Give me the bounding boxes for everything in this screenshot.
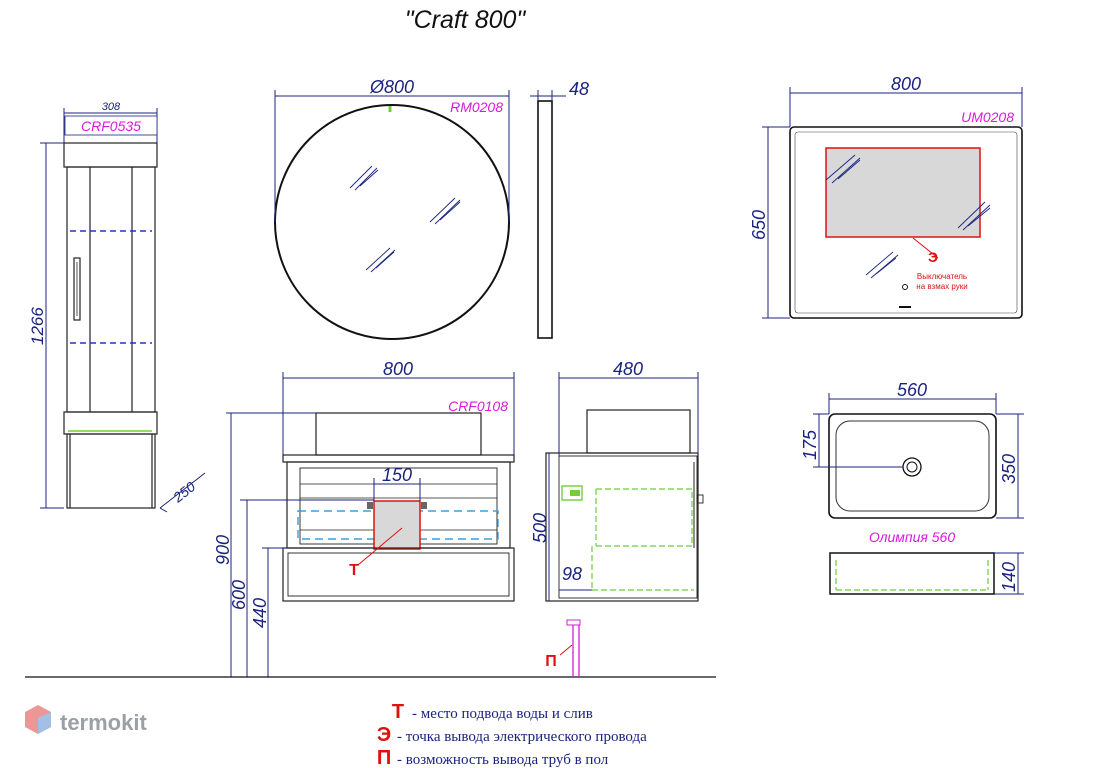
- rect-mirror-dimensions: 800 UM0208 650: [749, 74, 1023, 319]
- vanity-height-600-label: 600: [229, 580, 249, 610]
- legend: Т - место подвода воды и слив Э - точка …: [377, 701, 647, 768]
- vanity-offset-label: 98: [562, 564, 582, 584]
- legend-text-e: - точка вывода электрического провода: [397, 729, 647, 745]
- round-mirror-dimensions: Ø800 RM0208 48: [274, 77, 589, 222]
- rect-mirror-outline: [789, 126, 1023, 319]
- rect-mirror-width-label: 800: [891, 74, 921, 94]
- rect-mirror-code-label: UM0208: [961, 109, 1014, 125]
- cabinet-top-cap: [63, 142, 158, 168]
- vanity-front-dimensions: 800 CRF0108 150 900 600 440: [213, 359, 515, 677]
- rect-mirror-switch-icon: [902, 284, 908, 290]
- brand-logo: termokit: [25, 705, 147, 735]
- rect-mirror-height-label: 650: [749, 210, 769, 240]
- basin-olimpia-560: [828, 413, 997, 595]
- vanity-front-crf0108: Т: [282, 412, 515, 602]
- basin-drain: [902, 457, 922, 477]
- basin-dimensions: 560 175 350 Олимпия 560 140: [800, 380, 1024, 595]
- basin-drain-offset-label: 175: [800, 429, 820, 460]
- cabinet-open-shelf: [66, 433, 156, 509]
- round-mirror-diameter-label: Ø800: [369, 77, 414, 97]
- basin-width-label: 560: [897, 380, 927, 400]
- legend-symbol-e: Э: [377, 724, 391, 746]
- tall-cabinet-dimensions: 308 CRF0535 1266 250: [28, 101, 206, 513]
- vanity-height-900-label: 900: [213, 535, 233, 565]
- cabinet-width-label: 308: [102, 101, 121, 113]
- tall-cabinet-crf0535: [63, 142, 158, 509]
- vanity-side-body: [545, 452, 699, 602]
- vanity-basin-front: [315, 412, 482, 456]
- vanity-body-height-label: 500: [530, 513, 550, 543]
- basin-side-view: [829, 552, 995, 595]
- legend-text-p: - возможность вывода труб в пол: [397, 752, 609, 768]
- vanity-open-shelf: [282, 547, 515, 602]
- vanity-countertop: [282, 454, 515, 463]
- round-mirror-side-view: [537, 100, 553, 339]
- legend-text-t: - место подвода воды и слив: [412, 706, 593, 722]
- legend-symbol-p: П: [377, 747, 391, 768]
- basin-height-label: 140: [999, 562, 1019, 592]
- basin-name-label: Олимпия 560: [869, 529, 955, 545]
- basin-depth-label: 350: [999, 454, 1019, 484]
- vanity-depth-label: 480: [613, 359, 643, 379]
- rect-mirror-switch-label-2: на взмах руки: [916, 282, 967, 291]
- rect-mirror-switch-label-1: Выключатель: [917, 272, 967, 281]
- vanity-side-dimensions: 480 500 98: [530, 359, 699, 601]
- vanity-marker-p: П: [545, 653, 557, 670]
- legend-symbol-t: Т: [392, 701, 404, 723]
- vanity-height-440-label: 440: [250, 598, 270, 628]
- round-mirror-depth-label: 48: [569, 79, 589, 99]
- vanity-gap-label: 150: [382, 465, 412, 485]
- vanity-marker-t: Т: [349, 562, 359, 579]
- cabinet-depth-label: 250: [169, 478, 198, 506]
- drawing-title: "Craft 800": [405, 6, 527, 34]
- vanity-side-basin: [586, 409, 691, 454]
- rect-mirror-marker-e: Э: [928, 249, 938, 265]
- round-mirror-rm0208: [274, 100, 553, 340]
- cabinet-height-label: 1266: [28, 307, 47, 345]
- basin-top-view: [828, 413, 997, 519]
- cabinet-code-label: CRF0535: [81, 118, 141, 134]
- vanity-side-view: П: [545, 409, 704, 677]
- brand-name: termokit: [60, 710, 147, 735]
- rect-mirror-um0208: Э Выключатель на взмах руки: [789, 126, 1023, 319]
- round-mirror-code-label: RM0208: [450, 99, 503, 115]
- round-mirror-outline: [274, 104, 510, 340]
- vanity-width-label: 800: [383, 359, 413, 379]
- rect-mirror-light-panel: [825, 147, 981, 238]
- vanity-code-label: CRF0108: [448, 398, 508, 414]
- vanity-service-area: [373, 500, 421, 550]
